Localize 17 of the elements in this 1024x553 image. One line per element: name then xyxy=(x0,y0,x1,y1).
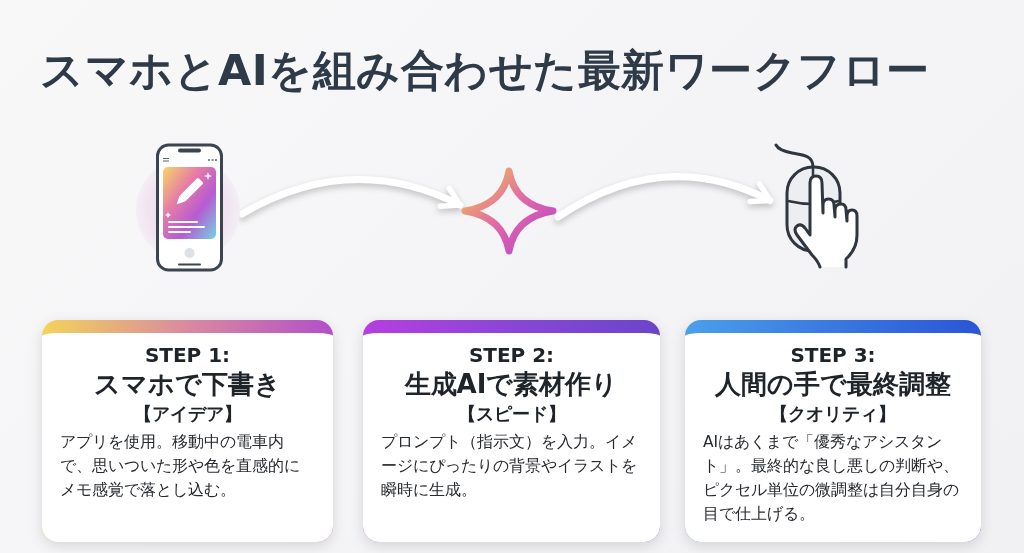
step-title: 人間の手で最終調整 xyxy=(715,368,951,401)
step-description: アプリを使用。移動中の電車内で、思いついた形や色を直感的にメモ感覚で落とし込む。 xyxy=(60,432,301,501)
curved-arrow xyxy=(238,176,464,218)
step-number: STEP 1: xyxy=(144,343,231,368)
step-number: STEP 3: xyxy=(790,343,876,368)
step-title: スマホで下書き xyxy=(94,368,281,401)
curved-arrow xyxy=(554,173,774,221)
step-description: AIはあくまで「優秀なアシスタント」。最終的な良し悪しの判断や、ピクセル単位の微調整は自分自身の目で仕上げる。 xyxy=(703,432,960,525)
step-description: プロンプト（指示文）を入力。イメージにぴったりの背景やイラストを瞬時に生成。 xyxy=(381,432,638,501)
step-tag: 【クオリティ】 xyxy=(770,401,896,427)
step-tag: 【アイデア】 xyxy=(133,401,242,427)
step-tag: 【スピード】 xyxy=(457,401,566,427)
step-title: 生成AIで素材作り xyxy=(404,368,619,401)
page-title: スマホとAIを組み合わせた最新ワークフロー xyxy=(40,44,930,97)
smartphone-icon xyxy=(134,143,242,273)
step-number: STEP 2: xyxy=(468,343,555,368)
sparkle-icon xyxy=(460,166,558,256)
